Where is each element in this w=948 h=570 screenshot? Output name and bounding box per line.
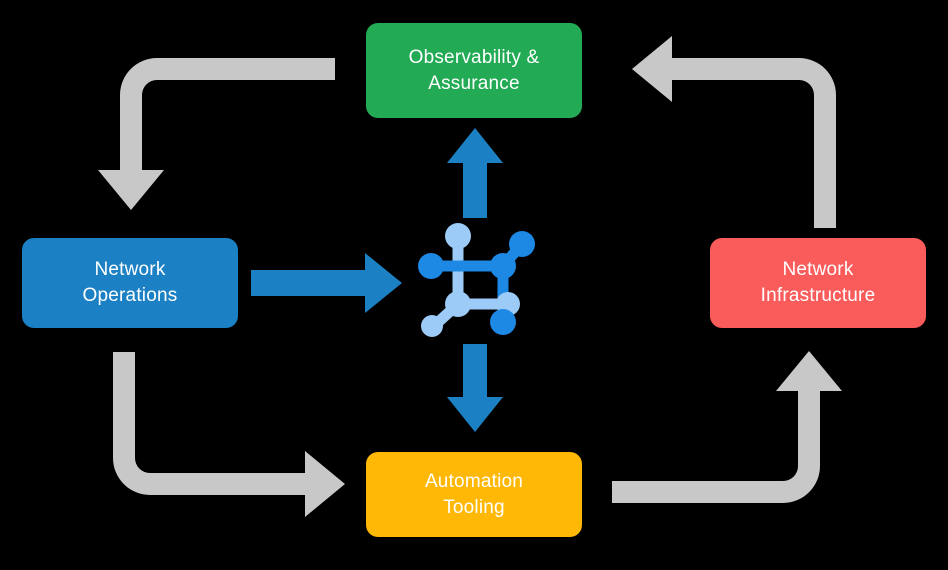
- arrow-netops-to-hub: [251, 253, 402, 313]
- mesh-nodes-secondary: [421, 223, 520, 337]
- node-network-infrastructure-label: Network Infrastructure: [760, 259, 876, 306]
- arrow-hub-to-automation: [447, 344, 503, 432]
- arrow-hub-to-observability: [447, 128, 503, 218]
- node-observability-assurance[interactable]: Observability & Assurance: [366, 23, 582, 118]
- node-network-infrastructure[interactable]: Network Infrastructure: [710, 238, 926, 328]
- node-network-operations[interactable]: Network Operations: [22, 238, 238, 328]
- network-mesh-icon: [418, 223, 535, 337]
- arrow-netinfra-to-observability: [632, 36, 836, 228]
- node-observability-label: Observability & Assurance: [408, 46, 540, 94]
- arrow-automation-to-netinfra: [612, 351, 842, 503]
- arrow-netops-to-automation: [113, 352, 345, 517]
- node-automation-tooling[interactable]: Automation Tooling: [366, 452, 582, 537]
- mesh-nodes-primary: [418, 231, 535, 335]
- node-automation-tooling-label: Automation Tooling: [424, 470, 524, 518]
- node-network-operations-label: Network Operations: [82, 259, 178, 306]
- arrow-observability-to-netops: [98, 58, 335, 210]
